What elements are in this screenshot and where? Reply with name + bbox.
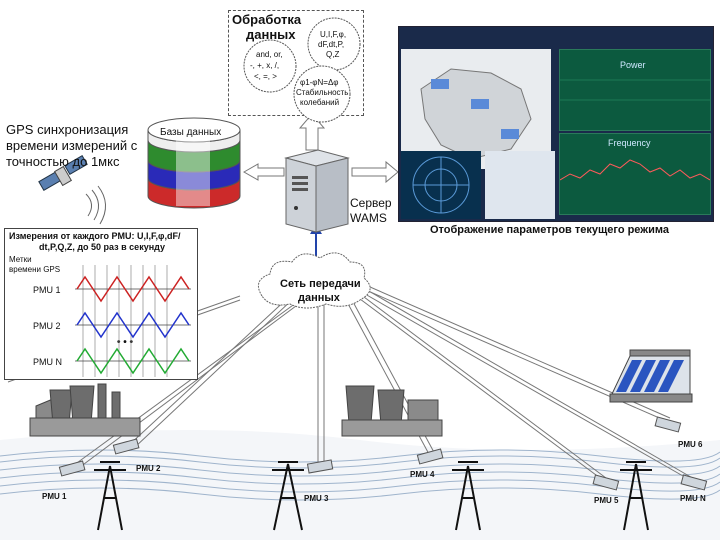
server-label-line1: Сервер: [350, 196, 392, 210]
network-label-line1: Сеть передачи: [280, 278, 361, 290]
gps-line2: времени измерений с: [6, 138, 138, 153]
monitoring-display: Power Frequency: [398, 26, 714, 222]
gps-line1: GPS синхронизация: [6, 122, 129, 137]
pmu-label-5: PMU 5: [594, 496, 619, 505]
rows-ellipsis: • • •: [117, 337, 134, 348]
pmu-label-3: PMU 3: [304, 494, 329, 503]
gear1-line1: U,I,F,φ,: [320, 30, 347, 39]
power-plant-middle: [341, 385, 443, 437]
gear2-line1: and, or,: [256, 50, 283, 59]
pmu-label-6: PMU 6: [678, 440, 703, 449]
gear2-line3: <, =, >: [254, 72, 277, 81]
gear1-line3: Q,Z: [326, 50, 340, 59]
hydro-dam-icon: [609, 349, 693, 403]
power-plant-left: [29, 383, 141, 437]
pmu-row-2-label: PMU 2: [33, 321, 61, 331]
measurements-title-line1: Измерения от каждого PMU: U,I,F,φ,dF/: [9, 231, 181, 241]
database-label: Базы данных: [160, 127, 222, 138]
power-label: Power: [620, 60, 646, 70]
transmission-towers: [94, 461, 652, 531]
pmu-label-2: PMU 2: [136, 464, 161, 473]
map-panel: [401, 49, 551, 169]
server-icon: [284, 149, 350, 233]
pmu-devices: [58, 416, 708, 491]
processing-title-line2: данных: [246, 27, 296, 42]
measurements-panel: Измерения от каждого PMU: U,I,F,φ,dF/ dt…: [4, 228, 198, 380]
pmu-row-n-label: PMU N: [33, 357, 62, 367]
frequency-panel: Frequency: [559, 133, 711, 215]
satellite-icon: [38, 154, 106, 225]
server-label-line2: WAMS: [350, 211, 387, 225]
gear3-line2: Стабильность: [296, 88, 349, 97]
pmu-label-4: PMU 4: [410, 470, 435, 479]
gear1-line2: dF,dt,P,: [318, 40, 345, 49]
gps-line3: точностью до 1мкс: [6, 154, 120, 169]
network-label-line2: данных: [298, 292, 340, 304]
gear2-line2: -, +, x, /,: [250, 61, 280, 70]
waveforms: [75, 265, 191, 377]
frequency-label: Frequency: [608, 138, 651, 148]
processing-title-line1: Обработка: [232, 12, 302, 27]
ground-strip: [0, 430, 720, 540]
pmu-row-1-label: PMU 1: [33, 285, 61, 295]
gps-label-line1: Метки: [9, 255, 32, 264]
gear3-line3: колебаний: [300, 98, 340, 107]
gear3-line1: φ1-φN=Δφ: [300, 78, 339, 87]
polar-panel: [401, 151, 481, 219]
pmu-label-1: PMU 1: [42, 492, 67, 501]
gps-label-line2: времени GPS: [9, 265, 61, 274]
pmu-label-n: PMU N: [680, 494, 706, 503]
processing-box: [228, 10, 364, 116]
measurements-title-line2: dt,P,Q,Z, до 50 раз в секунду: [39, 242, 165, 252]
power-panel: Power: [559, 49, 711, 131]
display-caption: Отображение параметров текущего режима: [430, 224, 669, 236]
network-rays: [7, 279, 697, 481]
table-panel: [485, 151, 555, 219]
